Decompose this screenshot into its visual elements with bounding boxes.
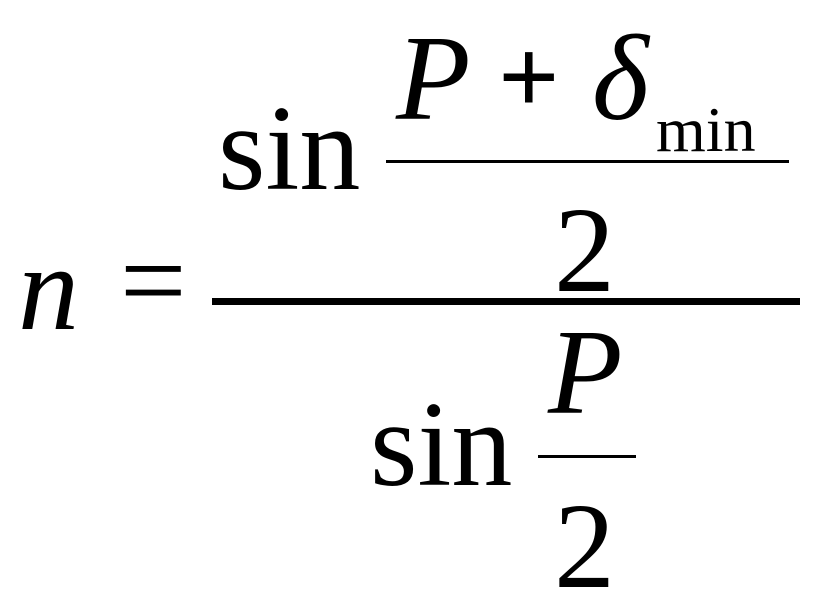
denominator-denominator: 2 — [554, 479, 615, 614]
numerator-denominator: 2 — [554, 183, 615, 318]
numerator-sin: sin — [218, 81, 361, 216]
numerator-fraction-bar — [386, 160, 789, 163]
delta-subscript: min — [656, 94, 756, 165]
plus-sign: + — [498, 18, 560, 137]
denominator-term-p: P — [548, 305, 623, 440]
delta-symbol: δ — [592, 11, 649, 146]
lhs-variable: n — [18, 221, 79, 356]
equals-sign: = — [120, 215, 187, 346]
numerator-term-p: P — [396, 11, 471, 146]
main-fraction-bar — [212, 298, 800, 305]
denominator-sin: sin — [370, 377, 513, 512]
denominator-fraction-bar — [538, 455, 636, 458]
